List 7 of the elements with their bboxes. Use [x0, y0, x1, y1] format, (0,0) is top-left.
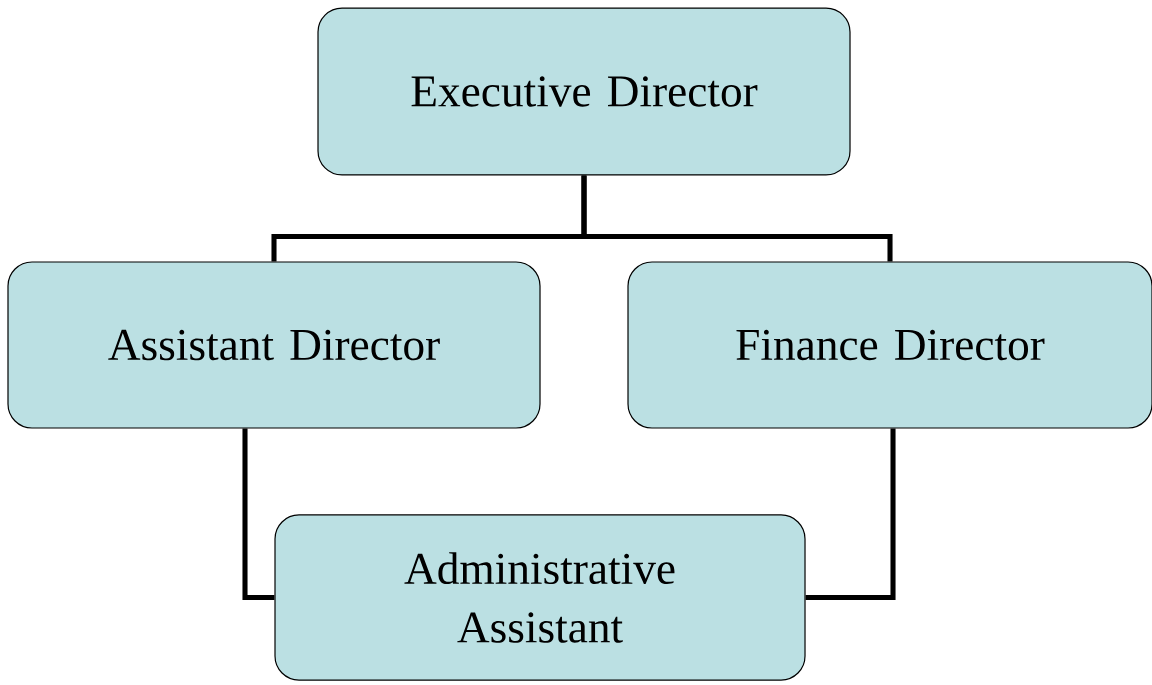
- connector-line: [581, 175, 893, 262]
- connector-line: [805, 428, 896, 601]
- org-box: Finance Director: [627, 261, 1152, 429]
- connector-line: [242, 428, 275, 601]
- org-box: Administrative Assistant: [274, 514, 806, 681]
- org-box: Executive Director: [317, 7, 851, 176]
- org-box: Assistant Director: [7, 261, 541, 429]
